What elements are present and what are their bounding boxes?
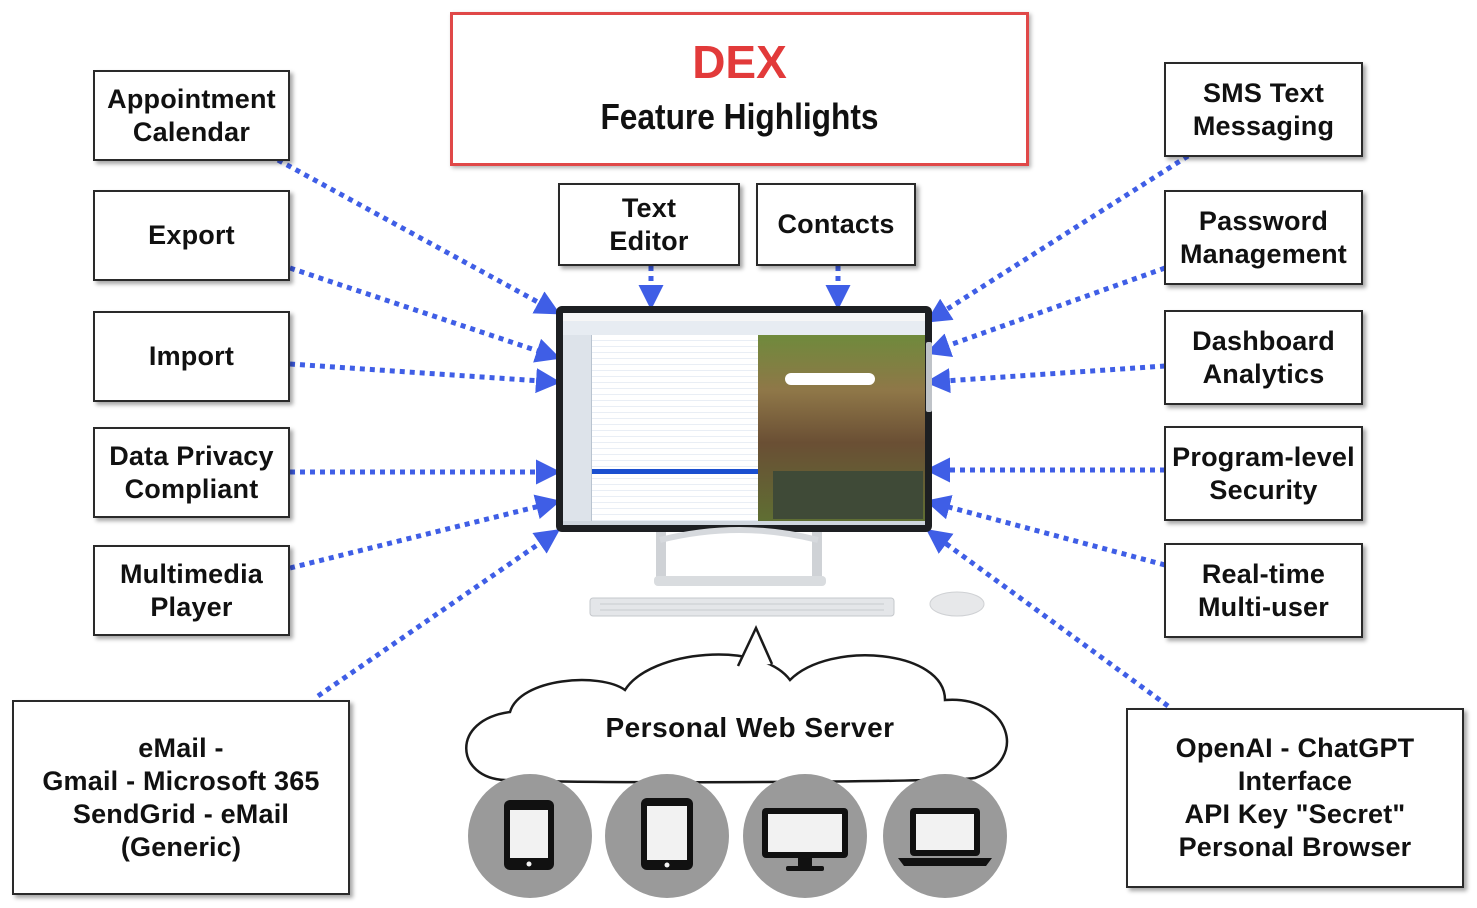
arrow-sms <box>925 153 1190 323</box>
screen-toolbar <box>563 321 925 336</box>
arrow-dashboard <box>925 363 1166 394</box>
cloud-pointer <box>736 625 774 667</box>
device-tablet <box>605 774 729 898</box>
monitor-screen <box>563 313 925 525</box>
screen-sidebar <box>563 335 592 521</box>
device-phone <box>468 774 592 898</box>
arrow-import <box>289 361 561 394</box>
feature-sms: SMS Text Messaging <box>1164 62 1363 157</box>
arrow-email <box>316 529 561 699</box>
screen-data-grid <box>592 335 758 521</box>
screen-search-bar <box>785 373 875 385</box>
feature-import: Import <box>93 311 290 402</box>
title-box: DEX Feature Highlights <box>450 12 1029 166</box>
feature-text-editor: Text Editor <box>558 183 740 266</box>
feature-data-privacy: Data Privacy Compliant <box>93 427 290 518</box>
feature-password: Password Management <box>1164 190 1363 285</box>
arrow-export <box>289 265 561 363</box>
device-laptop <box>883 774 1007 898</box>
arrow-multiuser <box>925 495 1166 568</box>
cloud-shape <box>465 653 1008 784</box>
title-main: DEX <box>692 36 787 88</box>
device-monitor <box>743 774 867 898</box>
feature-dashboard: Dashboard Analytics <box>1164 310 1363 405</box>
title-sub: Feature Highlights <box>600 96 879 137</box>
cloud-label: Personal Web Server <box>605 712 895 743</box>
screen-selected-row <box>592 469 758 474</box>
feature-multiuser: Real-time Multi-user <box>1164 543 1363 638</box>
feature-email: eMail - Gmail - Microsoft 365 SendGrid -… <box>12 700 350 895</box>
feature-contacts: Contacts <box>756 183 916 266</box>
arrow-password <box>925 265 1166 358</box>
feature-openai: OpenAI - ChatGPT Interface API Key "Secr… <box>1126 708 1464 888</box>
feature-export: Export <box>93 190 290 281</box>
screen-status-bar <box>563 521 925 525</box>
feature-multimedia-player: Multimedia Player <box>93 545 290 636</box>
feature-security: Program-level Security <box>1164 426 1363 521</box>
feature-appointment-calendar: Appointment Calendar <box>93 70 290 161</box>
screen-news-tiles <box>773 471 923 519</box>
arrow-appointment-calendar <box>276 157 561 315</box>
